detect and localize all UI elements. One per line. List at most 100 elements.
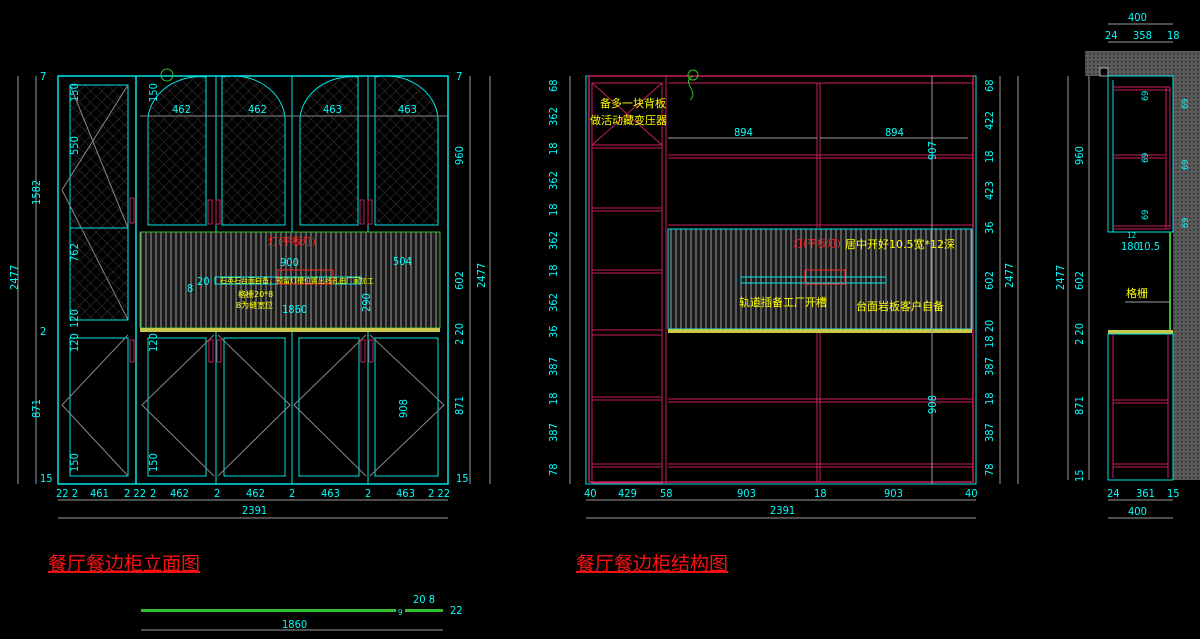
section-wall-dim-2: 69 <box>1181 218 1191 228</box>
hinge-circle-icon <box>687 69 699 81</box>
section-left-dim-5: 15 <box>1073 469 1086 482</box>
struct-dim-right-9: 387 <box>983 423 996 442</box>
door-inner-dim: 120 <box>68 333 81 352</box>
struct-dim-right-3: 423 <box>983 181 996 200</box>
structure-light-fixture <box>804 269 846 285</box>
section-shelf-dim-2: 69 <box>1141 210 1151 220</box>
dim-bottom-7: 2 <box>289 487 295 500</box>
struct-dim-bottom-3: 903 <box>737 487 756 500</box>
section-grille-label: 格栅 <box>1126 286 1148 300</box>
section-left-dim-1: 2477 <box>1054 265 1067 290</box>
struct-dim-bottom-5: 903 <box>884 487 903 500</box>
door-inner-dim: 150 <box>68 83 81 102</box>
door-handle <box>216 339 222 363</box>
struct-dim-left-5: 362 <box>547 231 560 250</box>
struct-dim-bottom-2: 58 <box>660 487 673 500</box>
lower-door-4 <box>374 337 439 477</box>
dim-504: 504 <box>393 255 412 268</box>
struct-light-label: 灯(平板灯) <box>793 237 841 250</box>
dim-bottom-1: 461 <box>90 487 109 500</box>
struct-dim-left-0: 68 <box>547 79 560 92</box>
grille-dim-gap: 9 <box>398 608 403 617</box>
elevation-outer-frame <box>57 75 449 485</box>
struct-dim-right-2: 18 <box>983 150 996 163</box>
grille-detail: 20 8 22 9 1860 <box>141 593 463 631</box>
upper-arched-doors <box>140 68 448 232</box>
note-backboard-1: 备多一块背板 <box>600 96 666 110</box>
door-handle <box>129 197 135 224</box>
countertop-note: 台面岩板客户自备 <box>856 299 944 313</box>
section-left-dim-4: 871 <box>1073 396 1086 415</box>
hinge-marker-icon <box>687 75 694 101</box>
struct-dim-right-0: 68 <box>983 79 996 92</box>
dim-left-1: 1582 <box>30 180 43 205</box>
dim-bottom-9: 2 <box>365 487 371 500</box>
struct-rail-note: 轨道插备工厂开槽 <box>739 295 827 309</box>
door-handle <box>215 199 221 225</box>
arched-door-4 <box>374 75 439 226</box>
slot-note: 居中开好10.5宽*12深 <box>845 237 955 251</box>
tall-glass-door-lower <box>69 227 129 321</box>
struct-dim-right-6: 18 20 <box>983 320 996 348</box>
dim-right-3: 2 20 <box>453 323 466 345</box>
lower-door-2 <box>223 337 286 477</box>
structure-rail-slot <box>740 276 887 284</box>
grille-dims-top: 20 8 <box>413 593 435 606</box>
struct-dim-left-10: 18 <box>547 392 560 405</box>
dim-bottom-5: 2 <box>214 487 220 500</box>
door-handle <box>359 199 365 225</box>
grille-note-1: 格栅20*8 <box>238 289 273 299</box>
dim-bottom-6: 462 <box>246 487 265 500</box>
dim-908: 908 <box>397 399 410 418</box>
back-wall-upper <box>1173 76 1200 248</box>
struct-dim-left-6: 18 <box>547 264 560 277</box>
section-bottom-dim-0: 24 <box>1107 487 1120 500</box>
section-bottom-total: 400 <box>1128 505 1147 518</box>
struct-dim-right-4: 36 <box>983 221 996 234</box>
door-handle <box>368 339 374 363</box>
struct-dim-left-7: 362 <box>547 293 560 312</box>
structure-title: 餐厅餐边柜结构图 <box>576 553 728 575</box>
dim-bottom-3: 2 <box>150 487 156 500</box>
section-lower-cabinet <box>1107 333 1174 481</box>
grille-open-section <box>139 231 441 329</box>
countertop <box>140 328 440 332</box>
dim-bottom-total: 2391 <box>242 504 267 517</box>
dim-right-0: 7 <box>456 70 462 83</box>
door-inner-dim: 150 <box>68 453 81 472</box>
struct-dim-bottom-4: 18 <box>814 487 827 500</box>
door-handle <box>367 199 373 225</box>
struct-dim-right-7: 387 <box>983 357 996 376</box>
grille-strip <box>141 609 396 612</box>
door-inner-dim: 150 <box>147 83 160 102</box>
elevation-title: 餐厅餐边柜立面图 <box>48 553 200 575</box>
struct-dim-right-1: 422 <box>983 111 996 130</box>
dim-right-1: 960 <box>453 146 466 165</box>
shelf-width-2: 894 <box>885 126 904 139</box>
section-left-dim-2: 602 <box>1073 271 1086 290</box>
dim-bottom-2: 2 22 <box>124 487 146 500</box>
section-top-dim-2: 18 <box>1167 29 1180 42</box>
dim-1860: 1860 <box>282 303 307 316</box>
struct-dim-right-5: 602 <box>983 271 996 290</box>
section-upper-cabinet <box>1107 75 1174 233</box>
dim-left-total: 2477 <box>8 265 21 290</box>
section-gap-dim-2: 12 <box>1127 231 1136 240</box>
door-inner-dim: 762 <box>68 243 81 262</box>
struct-dim-right-total: 2477 <box>1003 263 1016 288</box>
inner-height-upper: 907 <box>926 141 939 160</box>
lower-doors <box>61 332 445 484</box>
struct-dim-right-8: 18 <box>983 392 996 405</box>
section-shelf-dim-0: 69 <box>1141 91 1151 101</box>
door-inner-dim: 120 <box>147 333 160 352</box>
left-column <box>591 82 663 484</box>
section-bottom-dim-2: 15 <box>1167 487 1180 500</box>
structure-drawing: 68 362 18 362 18 362 18 362 36 387 18 38… <box>547 69 1019 575</box>
door-width-1: 462 <box>172 103 191 116</box>
door-inner-dim: 120 <box>68 309 81 328</box>
door-width-3: 463 <box>323 103 342 116</box>
arched-door-2 <box>221 75 286 226</box>
flat-light-fixture <box>277 269 334 285</box>
hinge-marker-icon <box>160 68 174 82</box>
grille-length: 1860 <box>282 618 307 631</box>
